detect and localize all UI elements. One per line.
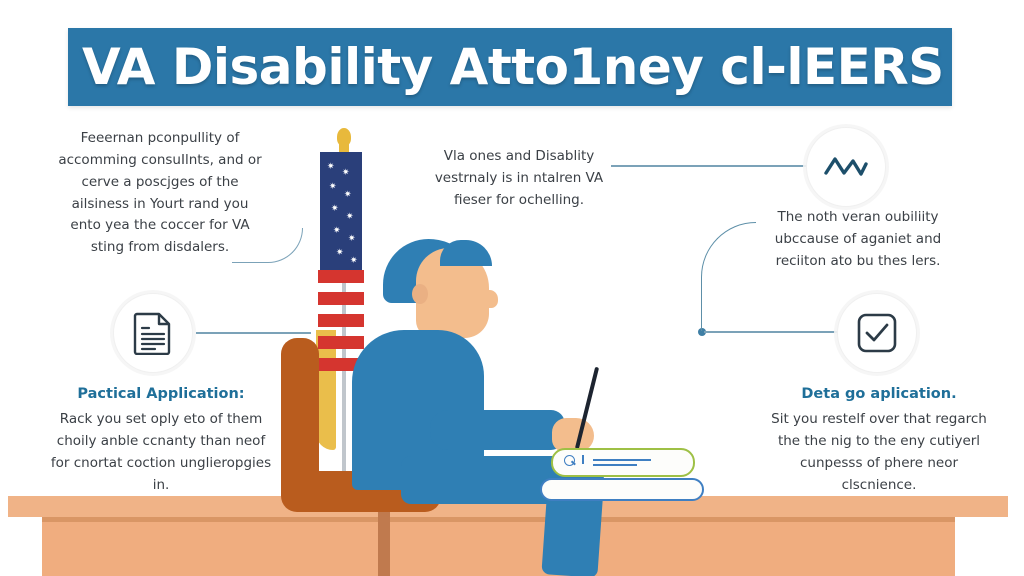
chair-pedestal	[378, 512, 390, 576]
text-block-bottom-left-heading: Pactical Application:	[77, 386, 245, 402]
text-block-bottom-right: Deta go aplication. Sit you restelf over…	[768, 383, 990, 497]
text-block-mid-right-body: The noth veran oubiliity ubccause of aga…	[774, 209, 942, 269]
flag-star: ✷	[336, 247, 344, 257]
magnifier-icon	[564, 455, 575, 466]
flag-stripe	[318, 336, 364, 349]
desk-surface	[8, 496, 1008, 517]
flag-star: ✷	[331, 203, 339, 213]
book-divider-mark	[582, 455, 584, 464]
flag-star: ✷	[342, 167, 350, 177]
document-icon	[133, 312, 171, 355]
flag-stripe	[318, 358, 364, 371]
flag-star: ✷	[348, 233, 356, 243]
flag-finial	[337, 128, 351, 146]
header-banner: VA Disability Atto1ney cl-lEERS	[68, 28, 952, 106]
book-bottom	[540, 478, 704, 501]
zigzag-line-icon-badge	[806, 127, 886, 207]
checkbox-check-icon-badge	[837, 293, 917, 373]
text-block-mid-right: The noth veran oubiliity ubccause of aga…	[758, 207, 958, 273]
flag-star: ✷	[350, 255, 358, 265]
text-block-bottom-right-body: Sit you restelf over that regarch the th…	[771, 411, 987, 494]
person-ear	[412, 284, 428, 304]
text-block-top-left-body: Feeernan pconpullity of accomming consuI…	[58, 130, 262, 256]
person-nose	[481, 290, 498, 308]
document-icon-badge	[113, 293, 193, 373]
flag-star: ✷	[327, 161, 335, 171]
text-block-bottom-right-heading: Deta go aplication.	[801, 386, 957, 402]
flag-stripe	[318, 270, 364, 283]
text-block-bottom-left: Pactical Application: Rack you set oply …	[50, 383, 272, 497]
connector-junction-dot	[698, 328, 706, 336]
flag-finial-base	[339, 144, 349, 153]
flag-star: ✷	[333, 225, 341, 235]
book-text-line	[593, 459, 651, 461]
connector-line-document	[196, 332, 311, 334]
text-block-top-left: Feeernan pconpullity of accomming consuI…	[56, 128, 264, 259]
person-arm	[430, 410, 565, 450]
chair-backrest	[281, 338, 319, 483]
flag-cloth: ✷ ✷ ✷ ✷ ✷ ✷ ✷ ✷ ✷ ✷	[318, 152, 364, 387]
flag-star: ✷	[344, 189, 352, 199]
flag-star: ✷	[346, 211, 354, 221]
desk-edge-shadow	[42, 517, 955, 522]
flag-star: ✷	[329, 181, 337, 191]
text-block-top-right-body: Vla ones and Disablity vestrnaly is in n…	[434, 148, 604, 208]
connector-line-check	[704, 331, 838, 333]
text-block-top-right: Vla ones and Disablity vestrnaly is in n…	[424, 146, 614, 212]
flag-stripe	[318, 292, 364, 305]
connector-curve-midright	[701, 222, 756, 331]
desk-front-panel	[42, 517, 955, 576]
zigzag-line-icon	[824, 157, 868, 176]
flag-canton: ✷ ✷ ✷ ✷ ✷ ✷ ✷ ✷ ✷ ✷	[320, 152, 362, 270]
page-title: VA Disability Atto1ney cl-lEERS	[82, 38, 944, 96]
person-hair-front	[440, 240, 492, 266]
connector-line-wave	[611, 165, 809, 167]
flag-stripe	[318, 314, 364, 327]
person-hand	[552, 418, 594, 452]
text-block-bottom-left-body: Rack you set oply eto of them choily anb…	[50, 411, 272, 494]
book-text-line	[593, 464, 637, 466]
checkbox-check-icon	[857, 313, 897, 353]
